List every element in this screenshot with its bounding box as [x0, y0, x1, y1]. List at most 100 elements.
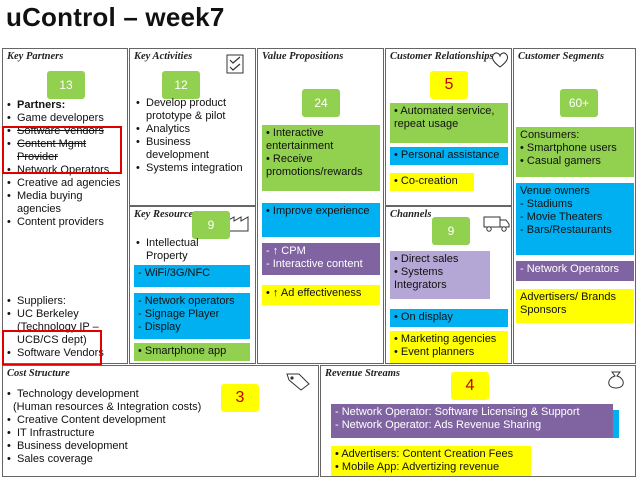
resource-network-operators: - Network operators [138, 295, 235, 307]
partners-highlight-box-top [2, 126, 122, 174]
segment-advertisers: Advertisers/ Brands Sponsors [520, 291, 616, 316]
activity-business-dev: Business development [136, 136, 256, 162]
activity-systems-integration: Systems integration [136, 162, 256, 175]
cost-structure-header: Cost Structure [7, 368, 70, 379]
revenue-advertisers: • Advertisers: Content Creation Fees [335, 448, 514, 460]
channel-systems-integrators: • Systems Integrators [394, 266, 447, 291]
resource-app-note: • Smartphone app [134, 343, 250, 361]
revenue-streams-header: Revenue Streams [325, 368, 400, 379]
key-partners-cell: Key Partners 13 Partners: Game developer… [2, 48, 128, 364]
resources-count-badge: 9 [192, 211, 230, 239]
value-consumer-note: • Interactive entertainment • Receive pr… [262, 125, 380, 191]
partner-media-buying: Media buying agencies [7, 190, 127, 216]
activity-develop-prototype: Develop product prototype & pilot [136, 97, 256, 123]
cost-business-development: Business development [7, 440, 237, 453]
heart-icon [491, 52, 509, 68]
channel-agencies-note: • Marketing agencies • Event planners [390, 331, 508, 363]
segment-venue-owners: Venue owners [520, 185, 590, 197]
segment-venue-note: Venue owners - Stadiums - Movie Theaters… [516, 183, 634, 255]
segment-consumers-note: Consumers: • Smartphone users • Casual g… [516, 127, 634, 177]
segment-casual-gamers: • Casual gamers [520, 155, 601, 167]
cost-human-resources: (Human resources & Integration costs) [13, 401, 202, 413]
segments-count-badge: 60+ [560, 89, 598, 117]
customer-segments-cell: Customer Segments 60+ Consumers: • Smart… [513, 48, 636, 364]
partners-count-badge: 13 [47, 71, 85, 99]
cost-creative-content: Creative Content development [7, 414, 237, 427]
value-ad-effectiveness: • ↑ Ad effectiveness [266, 287, 362, 299]
relationship-automated: • Automated service, repeat usage [394, 105, 495, 130]
channel-event-planners: • Event planners [394, 346, 475, 358]
price-tag-icon [286, 373, 310, 391]
value-venue-note: • Improve experience [262, 203, 380, 237]
resource-hardware-note: - Network operators - Signage Player - D… [134, 293, 250, 339]
cost-sales-coverage: Sales coverage [7, 453, 237, 466]
revenue-mobile-app: • Mobile App: Advertizing revenue [335, 461, 500, 473]
channel-sales-note: • Direct sales • Systems Integrators [390, 251, 490, 299]
resource-signage-player: - Signage Player [138, 308, 220, 320]
revenue-licensing: - Network Operator: Software Licensing &… [335, 406, 580, 418]
value-count-badge: 24 [302, 89, 340, 117]
checklist-icon [226, 54, 244, 74]
resource-intellectual-property: Intellectual Property [136, 237, 226, 263]
resource-wifi-note: - WiFi/3G/NFC [134, 265, 250, 287]
value-operator-note: - ↑ CPM - Interactive content [262, 243, 380, 275]
partner-software-vendors: Software Vendors [7, 125, 127, 138]
money-bag-icon [608, 371, 624, 389]
segment-smartphone-users: • Smartphone users [520, 142, 617, 154]
key-partners-header: Key Partners [7, 51, 64, 62]
segment-bars: - Bars/Restaurants [520, 224, 612, 236]
key-activities-header: Key Activities [134, 51, 193, 62]
relationship-personal: • Personal assistance [394, 149, 500, 161]
partner-game-developers: Game developers [7, 112, 127, 125]
resource-smartphone-app: • Smartphone app [138, 345, 227, 357]
resources-list: Intellectual Property [136, 237, 226, 263]
revenue-ads-sharing: - Network Operator: Ads Revenue Sharing [335, 419, 542, 431]
customer-segments-header: Customer Segments [518, 51, 605, 62]
channel-display-note: • On display [390, 309, 508, 327]
value-advertiser-note: • ↑ Ad effectiveness [262, 285, 380, 305]
value-improve-experience: • Improve experience [266, 205, 370, 217]
relationship-personal-note: • Personal assistance [390, 147, 508, 165]
cost-structure-cell: Cost Structure 3 Technology development … [2, 365, 319, 477]
segment-consumers-title: Consumers: [520, 129, 580, 141]
partner-content-providers: Content providers [7, 216, 127, 229]
relationship-automated-note: • Automated service, repeat usage [390, 103, 508, 143]
partners-label: Partners: [7, 99, 127, 112]
partner-creative-ad: Creative ad agencies [7, 177, 127, 190]
relationships-count-badge: 5 [430, 71, 468, 99]
page-title: uControl – week7 [6, 2, 225, 32]
resource-wifi: - WiFi/3G/NFC [138, 267, 211, 279]
activities-list: Develop product prototype & pilot Analyt… [136, 97, 256, 175]
value-cpm: - ↑ CPM [266, 245, 306, 257]
segment-movie-theaters: - Movie Theaters [520, 211, 603, 223]
segment-operators-note: - Network Operators [516, 261, 634, 281]
segment-advertisers-note: Advertisers/ Brands Sponsors [516, 289, 634, 323]
cost-technology-development: Technology development [7, 388, 237, 401]
resource-display: - Display [138, 321, 181, 333]
key-resources-header: Key Resources [134, 209, 198, 220]
segment-stadiums: - Stadiums [520, 198, 573, 210]
revenue-advertiser-note: • Advertisers: Content Creation Fees • M… [331, 446, 531, 476]
activity-analytics: Analytics [136, 123, 256, 136]
relationship-cocreation: • Co-creation [394, 175, 458, 187]
value-interactive-content: - Interactive content [266, 258, 363, 270]
truck-icon [483, 216, 510, 232]
revenue-streams-cell: Revenue Streams 4 - Network Operator: So… [320, 365, 636, 477]
channel-direct-sales: • Direct sales [394, 253, 459, 265]
cost-list: Technology development (Human resources … [7, 388, 237, 466]
value-interactive-entertainment: • Interactive entertainment [266, 127, 334, 152]
partners-highlight-box-bottom [2, 330, 102, 366]
value-propositions-cell: Value Propositions 24 • Interactive ente… [257, 48, 384, 364]
segment-network-operators: - Network Operators [520, 263, 620, 275]
key-resources-cell: Key Resources 9 Intellectual Property - … [129, 206, 256, 364]
value-propositions-header: Value Propositions [262, 51, 344, 62]
supplier-software-vendors: Software Vendors [7, 347, 127, 360]
channels-count-badge: 9 [432, 217, 470, 245]
suppliers-label: Suppliers: [7, 295, 127, 308]
partner-content-mgmt: Content Mgmt Provider [7, 138, 127, 164]
customer-relationships-header: Customer Relationships [390, 51, 494, 62]
customer-relationships-cell: Customer Relationships 5 • Automated ser… [385, 48, 512, 206]
channel-marketing-agencies: • Marketing agencies [394, 333, 497, 345]
activities-count-badge: 12 [162, 71, 200, 99]
channels-cell: Channels 9 • Direct sales • Systems Inte… [385, 206, 512, 364]
